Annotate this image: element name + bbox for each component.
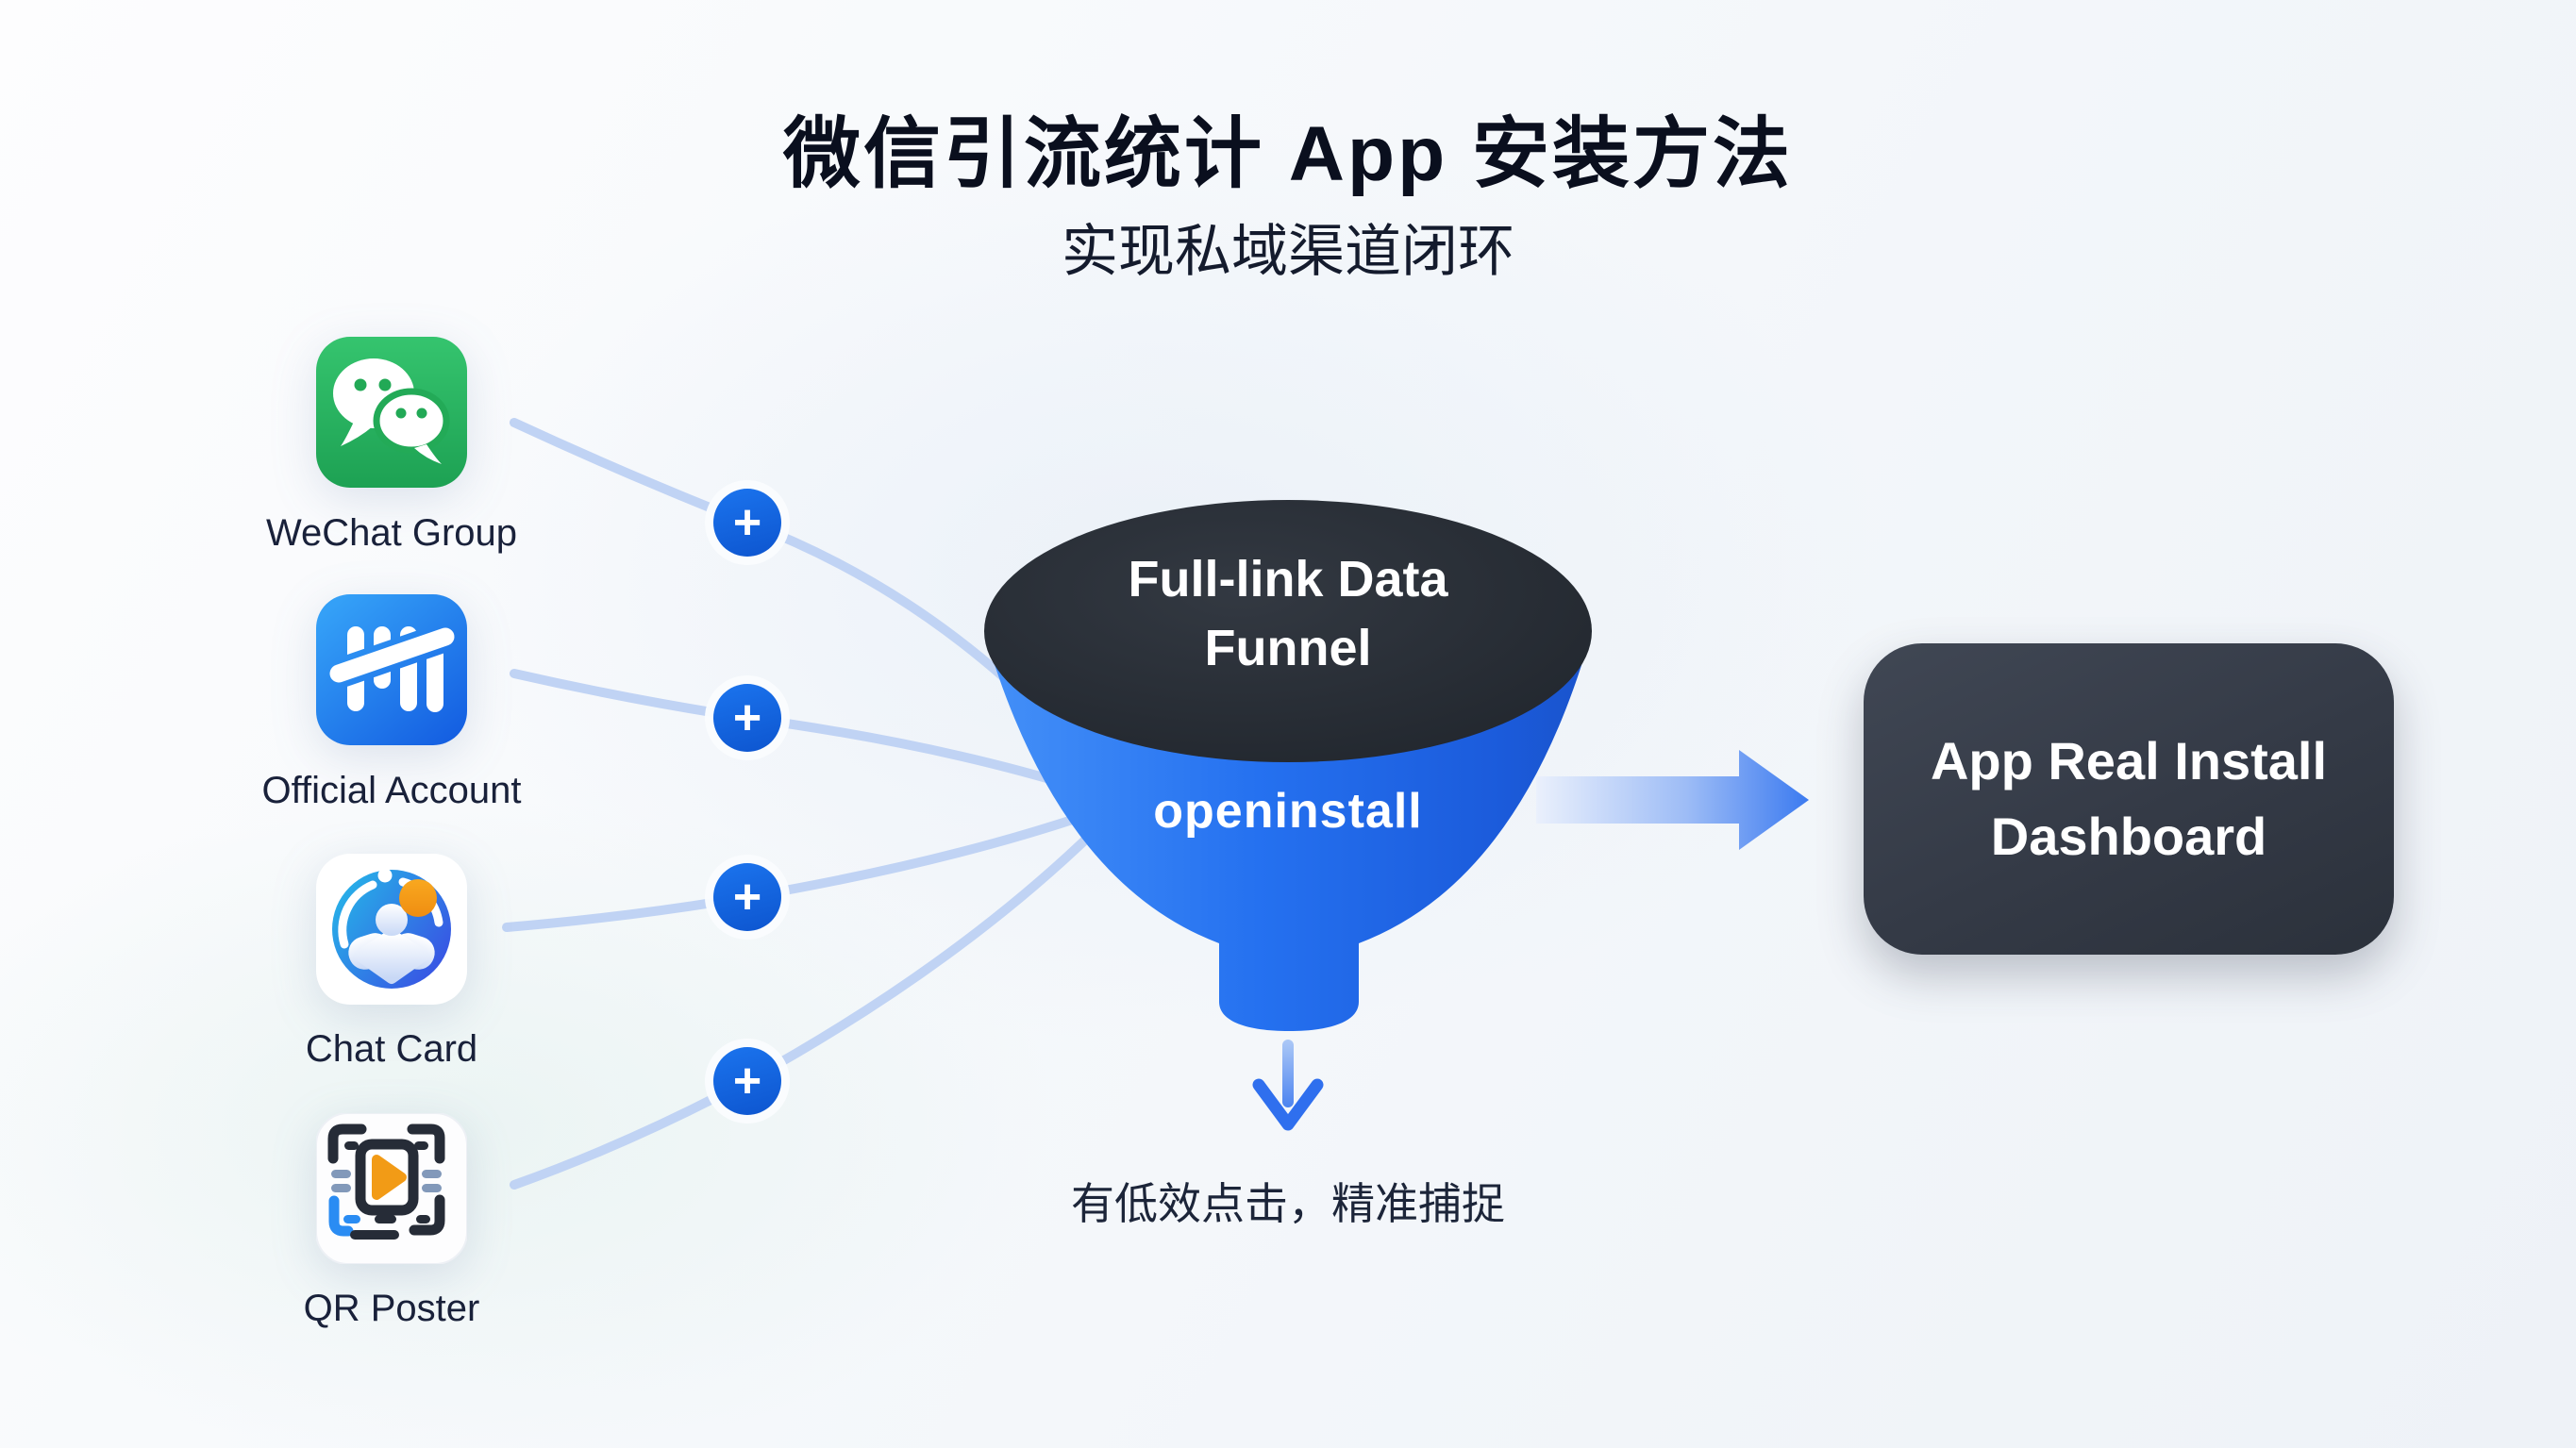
page-title: 微信引流统计 App 安装方法 xyxy=(783,111,1793,197)
funnel-caption: 有低效点击，精准捕捉 xyxy=(1071,1179,1505,1228)
plus-badge: + xyxy=(713,489,781,557)
page-subtitle: 实现私域渠道闭环 xyxy=(1062,220,1514,283)
connector-curve-4 xyxy=(510,802,1124,1190)
source-label: WeChat Group xyxy=(265,512,518,554)
official-account-icon xyxy=(316,594,467,745)
wechat-group-icon xyxy=(316,337,467,488)
qr-poster-icon xyxy=(316,1113,467,1264)
dashboard-box: App Real Install Dashboard xyxy=(1864,643,2394,955)
source-label: Official Account xyxy=(261,770,522,811)
source-label: QR Poster xyxy=(303,1288,480,1329)
plus-badge: + xyxy=(713,863,781,931)
right-arrow xyxy=(1536,750,1809,850)
down-arrow xyxy=(1252,1040,1324,1131)
funnel-top-ellipse xyxy=(984,500,1592,762)
funnel-stage-label: Full-link Data Funnel xyxy=(1128,551,1448,676)
connector-curve-3 xyxy=(502,799,1124,932)
funnel-brand-label: openinstall xyxy=(1153,784,1423,839)
chat-card-icon xyxy=(316,854,467,1005)
plus-badge: + xyxy=(713,684,781,752)
plus-badge: + xyxy=(713,1047,781,1115)
source-label: Chat Card xyxy=(305,1028,478,1070)
dashboard-label: App Real Install Dashboard xyxy=(1930,731,2328,866)
